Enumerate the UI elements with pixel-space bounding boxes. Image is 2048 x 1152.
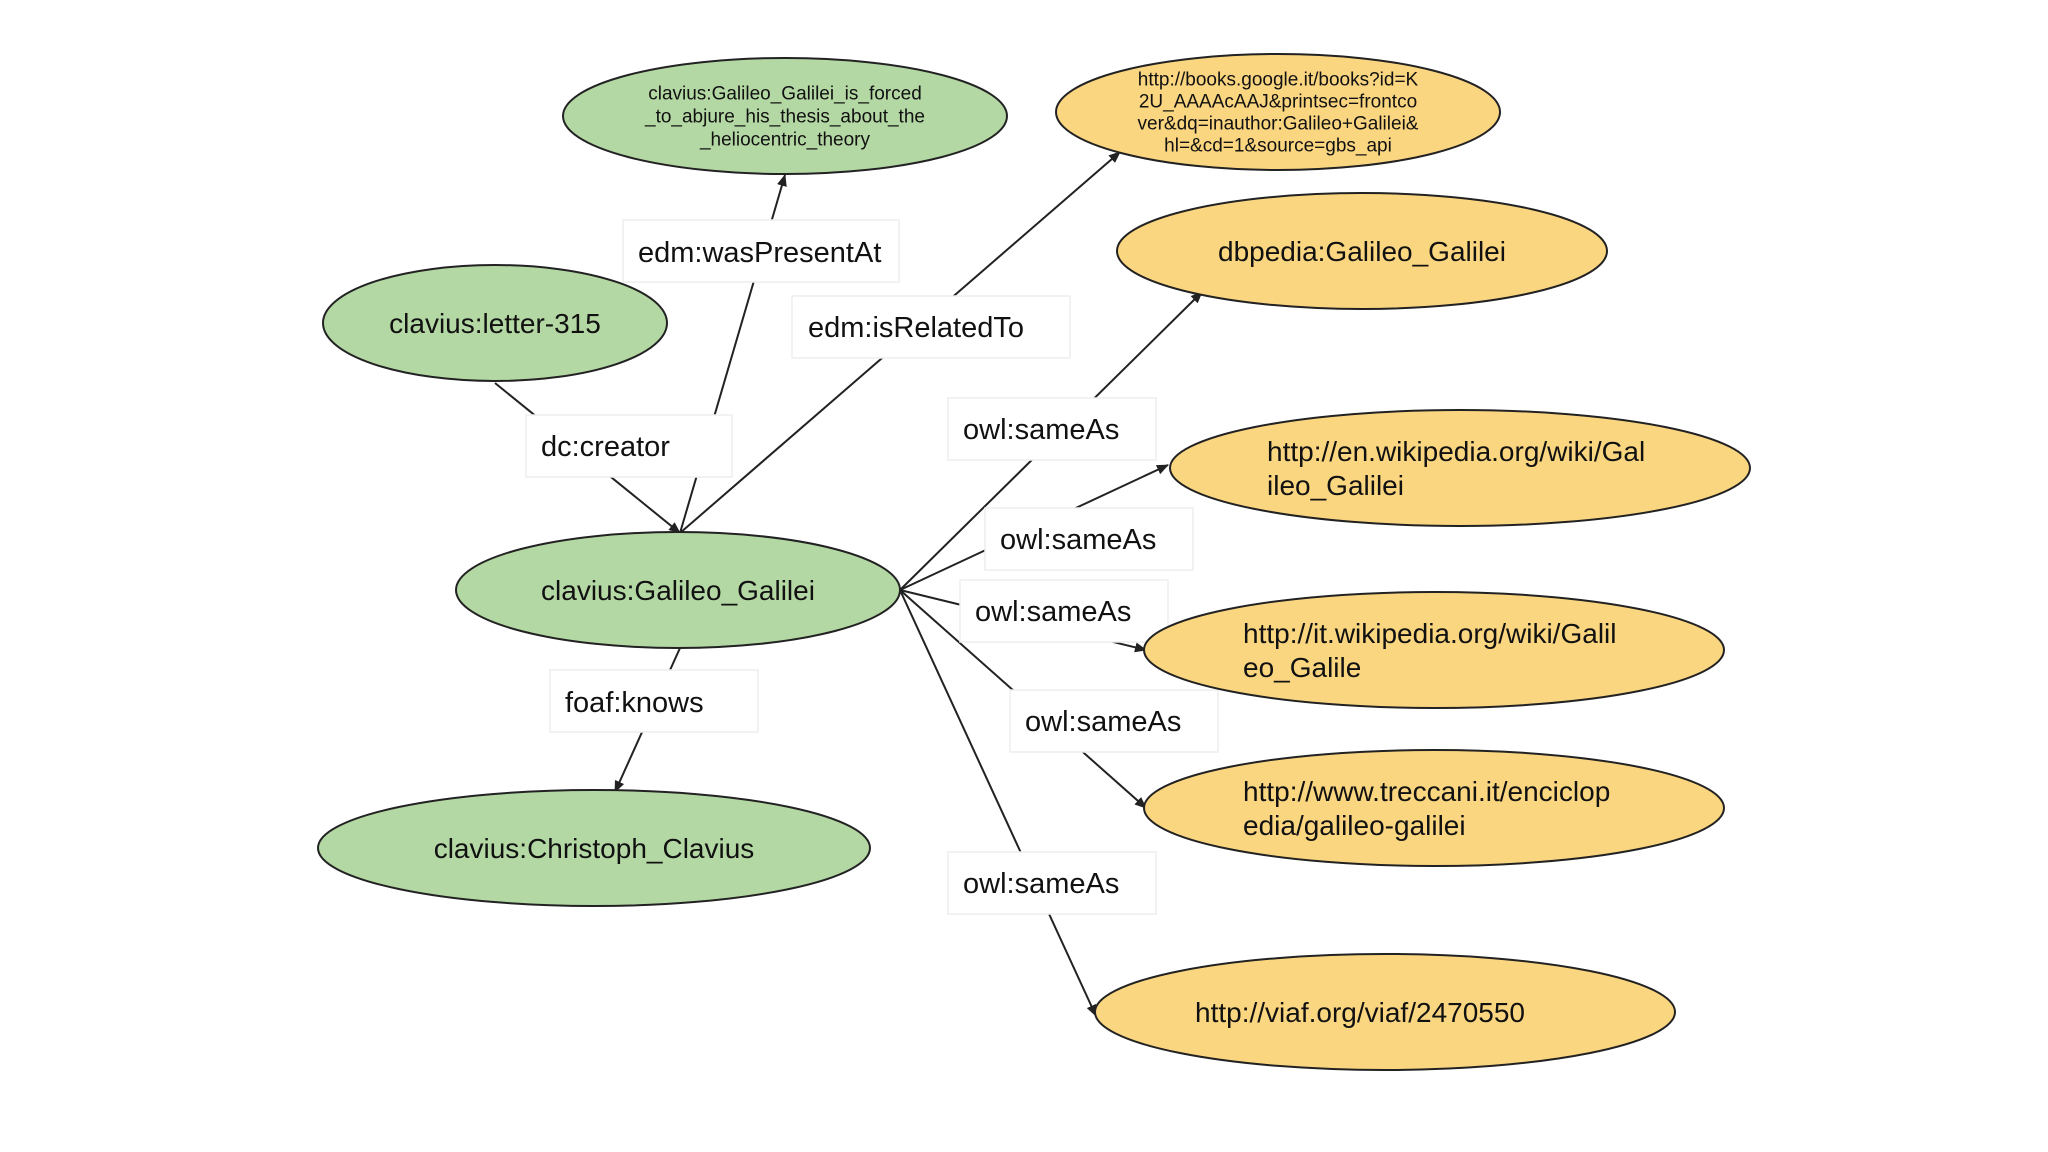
edge-label-text: owl:sameAs <box>963 414 1119 446</box>
node-label-line: ver&dq=inauthor:Galileo+Galilei& <box>1138 114 1419 135</box>
edge-line-same-as-viaf <box>899 589 1097 1017</box>
node-label-line: 2U_AAAAcAAJ&printsec=frontco <box>1139 92 1417 113</box>
edge-label-text: edm:wasPresentAt <box>638 237 881 269</box>
edge-label-same-as-dbpedia: owl:sameAs <box>947 397 1157 461</box>
edge-label-was-present-at: edm:wasPresentAt <box>622 219 900 283</box>
node-dbpedia: dbpedia:Galileo_Galilei <box>1116 192 1608 310</box>
edge-label-same-as-en-wiki: owl:sameAs <box>984 507 1194 571</box>
node-label-line: http://books.google.it/books?id=K <box>1138 70 1419 91</box>
node-label-line: edia/galileo-galilei <box>1243 810 1466 841</box>
node-label-line: clavius:letter-315 <box>389 308 601 339</box>
node-galileo-abjure-event: clavius:Galileo_Galilei_is_forced_to_abj… <box>562 57 1008 175</box>
node-label-line: _heliocentric_theory <box>699 130 871 151</box>
edge-label-creator: dc:creator <box>525 414 733 478</box>
edge-label-text: edm:isRelatedTo <box>808 312 1024 344</box>
node-label: http://viaf.org/viaf/2470550 <box>1195 997 1525 1028</box>
node-letter-315: clavius:letter-315 <box>322 264 668 382</box>
edge-label-knows: foaf:knows <box>549 669 759 733</box>
edge-label-same-as-it-wiki: owl:sameAs <box>959 579 1169 643</box>
node-label-line: http://it.wikipedia.org/wiki/Galil <box>1243 618 1616 649</box>
node-label: clavius:Christoph_Clavius <box>434 833 755 864</box>
node-label-line: http://en.wikipedia.org/wiki/Gal <box>1267 436 1645 467</box>
edge-label-same-as-viaf: owl:sameAs <box>947 851 1157 915</box>
node-label-line: eo_Galile <box>1243 652 1361 683</box>
node-label: clavius:Galileo_Galilei <box>541 575 815 606</box>
edge-label-text: owl:sameAs <box>963 868 1119 900</box>
node-galileo-galilei: clavius:Galileo_Galilei <box>455 531 901 649</box>
node-label: clavius:Galileo_Galilei_is_forced_to_abj… <box>644 84 925 151</box>
edge-label-text: foaf:knows <box>565 687 704 719</box>
node-label: clavius:letter-315 <box>389 308 601 339</box>
node-label-line: _to_abjure_his_thesis_about_the <box>644 107 925 128</box>
node-label-line: ileo_Galilei <box>1267 470 1404 501</box>
node-label-line: http://viaf.org/viaf/2470550 <box>1195 997 1525 1028</box>
node-label-line: hl=&cd=1&source=gbs_api <box>1164 136 1392 157</box>
edge-label-text: dc:creator <box>541 431 670 463</box>
edge-label-same-as-treccani: owl:sameAs <box>1009 689 1219 753</box>
edge-label-text: owl:sameAs <box>975 596 1131 628</box>
node-label-line: http://www.treccani.it/enciclop <box>1243 776 1610 807</box>
edge-label-text: owl:sameAs <box>1025 706 1181 738</box>
node-label-line: clavius:Christoph_Clavius <box>434 833 755 864</box>
node-viaf: http://viaf.org/viaf/2470550 <box>1094 953 1676 1071</box>
node-label-line: dbpedia:Galileo_Galilei <box>1218 236 1506 267</box>
node-label-line: clavius:Galileo_Galilei <box>541 575 815 606</box>
node-christoph-clavius: clavius:Christoph_Clavius <box>317 789 871 907</box>
node-label-line: clavius:Galileo_Galilei_is_forced <box>648 84 922 105</box>
node-label: dbpedia:Galileo_Galilei <box>1218 236 1506 267</box>
edge-label-text: owl:sameAs <box>1000 524 1156 556</box>
edge-label-is-related-to: edm:isRelatedTo <box>791 295 1071 359</box>
